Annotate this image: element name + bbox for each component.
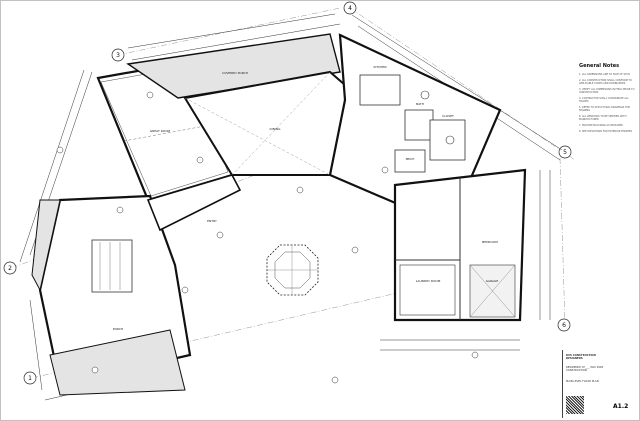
grid-marker-1: 1 [23,371,37,385]
room-label-kitchen: KITCHEN [374,65,387,69]
general-notes: General Notes 1. ALL DIMENSIONS ARE TO F… [579,63,635,136]
note-item: 4. CONTRACTOR SHALL COORDINATE ALL TRADE… [579,97,629,103]
title-block-firm: RVS CONSTRUCTION DESIGNERS [566,354,596,360]
corridor [146,174,242,232]
svg-text:4: 4 [348,5,352,12]
north-porch [126,33,341,99]
note-item: 1. ALL DIMENSIONS ARE TO FACE OF STUD [579,73,631,76]
general-notes-heading: General Notes [579,63,620,69]
svg-text:3: 3 [116,52,120,59]
title-block-project: RESIDENCE AT ___ WAY ### CONSTRUCTION [566,366,604,372]
grid-marker-4: 4 [343,1,357,15]
note-item: 8. SEE ELEVATIONS FOR EXTERIOR FINISHES [579,130,633,133]
sheet-number: A1.2 [613,403,629,410]
room-label-dining: DINING [270,127,282,131]
svg-text:1: 1 [28,375,32,382]
room-label-great-room: GREAT ROOM [150,129,171,133]
grid-marker-2: 2 [3,261,17,275]
grid-marker-3: 3 [111,48,125,62]
room-label-garage: GARAGE [486,279,499,283]
room-label-porch: COVERED PORCH [222,71,248,75]
room-label-laundry: LAUNDRY ROOM [416,279,441,283]
svg-text:6: 6 [562,322,566,329]
note-item: 2. ALL CONSTRUCTION SHALL CONFORM TO APP… [579,79,632,85]
title-block-drawing: MAIN LEVEL FLOOR PLAN [566,380,599,383]
room-label-mech: MECH [406,157,415,161]
gazebo [266,244,319,296]
title-block: RVS CONSTRUCTION DESIGNERS RESIDENCE AT … [562,350,639,418]
firm-logo [566,396,584,414]
room-label-entry: ENTRY [207,219,217,223]
room-label-bath: BATH [416,102,424,106]
svg-text:5: 5 [563,149,567,156]
southwest-block [31,194,192,396]
grid-marker-6: 6 [557,318,571,332]
grid-markers: 1 2 3 4 5 6 [3,1,572,385]
section-markers [56,91,479,384]
note-item: 7. PROVIDE BLOCKING AS REQUIRED [579,124,623,127]
note-item: 5. REFER TO STRUCTURAL DRAWINGS FOR FRAM… [579,106,630,112]
room-label-bedroom: BEDROOM [482,240,498,244]
room-labels: GREAT ROOM COVERED PORCH DINING ENTRY KI… [113,65,499,331]
note-item: 3. VERIFY ALL DIMENSIONS IN FIELD PRIOR … [579,88,635,94]
note-item: 6. ALL WINDOWS TO BE VERIFIED WITH MANUF… [579,115,627,121]
svg-text:2: 2 [8,265,12,272]
southeast-block [393,168,527,322]
room-label-porch-sw: PORCH [113,327,123,331]
grid-marker-5: 5 [558,145,572,159]
room-label-closet: CLOSET [442,114,454,118]
